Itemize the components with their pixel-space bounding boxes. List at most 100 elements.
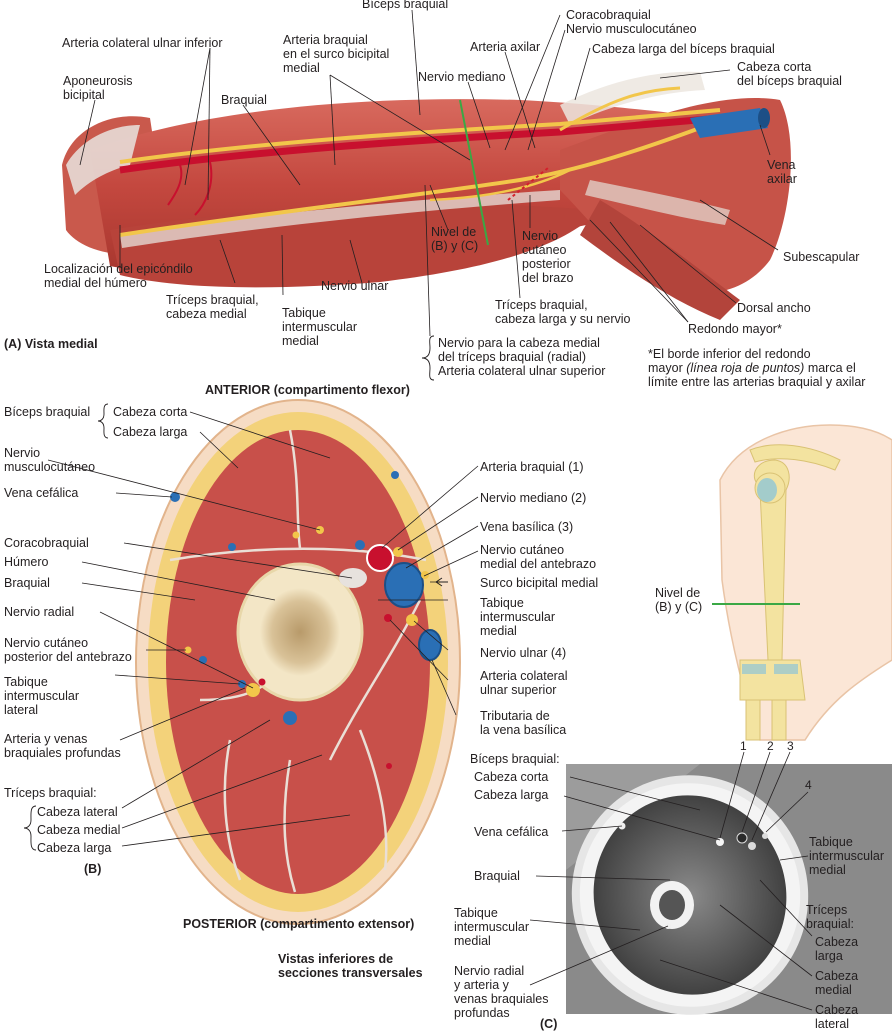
footnote-line-1: *El borde inferior del redondo bbox=[648, 347, 811, 361]
label-b-tabique-intermuscular-lateral: Tabique intermuscular lateral bbox=[4, 675, 80, 717]
label-a-arteria-braquial-surco: Arteria braquial en el surco bicipital m… bbox=[283, 33, 390, 75]
label-b-vena-basilica-3: Vena basílica (3) bbox=[480, 520, 574, 534]
label-b-biceps-braquial: Bíceps braquial bbox=[4, 405, 91, 419]
teres-border-line bbox=[507, 167, 549, 201]
label-c-braquial: Braquial bbox=[474, 869, 520, 883]
label-c-triceps-braquial: Tríceps braquial: bbox=[806, 903, 854, 931]
ct-vessel-2 bbox=[736, 832, 748, 844]
label-b-cabeza-larga: Cabeza larga bbox=[113, 425, 188, 439]
median-nerve-section bbox=[393, 547, 403, 557]
caption-panel-b: (B) bbox=[84, 862, 102, 876]
label-a-nervio-musculocutaneo: Nervio musculocutáneo bbox=[566, 22, 697, 36]
brace-a bbox=[421, 335, 435, 381]
label-b-humero: Húmero bbox=[4, 555, 49, 569]
label-c-nervio-radial: Nervio radial y arteria y venas braquial… bbox=[454, 964, 549, 1020]
label-c-num-1: 1 bbox=[740, 739, 747, 753]
brace-b-triceps bbox=[23, 805, 37, 851]
label-c-biceps-braquial: Bíceps braquial: bbox=[470, 752, 560, 766]
label-b-vena-cefalica: Vena cefálica bbox=[4, 486, 79, 500]
label-a-tabique-intermuscular-medial: Tabique intermuscular medial bbox=[282, 306, 358, 348]
label-a-localizacion-epicondilo: Localización del epicóndilo medial del h… bbox=[44, 262, 193, 290]
label-a-nervio-mediano: Nervio mediano bbox=[418, 70, 506, 84]
label-a-dorsal-ancho: Dorsal ancho bbox=[737, 301, 811, 315]
panel-c-drawing bbox=[566, 764, 892, 1015]
label-b-braquial: Braquial bbox=[4, 576, 50, 590]
label-b-tabique-intermuscular-medial: Tabique intermuscular medial bbox=[480, 596, 556, 638]
label-a-aponeurosis-bicipital: Aponeurosis bicipital bbox=[63, 74, 133, 102]
title-posterior: POSTERIOR (compartimento extensor) bbox=[183, 917, 415, 931]
label-b-cabeza-corta: Cabeza corta bbox=[113, 405, 188, 419]
ct-marrow bbox=[659, 890, 685, 920]
panel-c-leaders bbox=[529, 751, 813, 1011]
label-a-nervio-cutaneo-posterior: Nervio cutáneo posterior del brazo bbox=[522, 229, 574, 285]
median-nerve bbox=[119, 108, 721, 164]
brace-b-biceps bbox=[97, 403, 109, 439]
caption-panel-a: (A) Vista medial bbox=[4, 337, 98, 351]
label-b-cabeza-larga-triceps: Cabeza larga bbox=[37, 841, 112, 855]
label-a-subescapular: Subescapular bbox=[783, 250, 860, 264]
panel-b-drawing bbox=[135, 399, 461, 925]
label-a-biceps-braquial: Bíceps braquial bbox=[362, 0, 449, 11]
ct-nerve-4 bbox=[762, 833, 768, 839]
ct-vessel-1 bbox=[716, 838, 724, 846]
ct-vessel-3 bbox=[748, 842, 756, 850]
surco-arrow bbox=[435, 577, 448, 587]
inset-scapula bbox=[749, 444, 841, 471]
coracobrachialis-section bbox=[339, 568, 367, 588]
label-a-triceps-cabeza-medial: Tríceps braquial, cabeza medial bbox=[166, 293, 259, 321]
panel-b-leaders bbox=[47, 411, 479, 847]
label-a-nervio-ulnar: Nervio ulnar bbox=[321, 279, 389, 293]
label-b-nervio-musculocutaneo: Nervio musculocutáneo bbox=[4, 446, 96, 474]
label-c-cabeza-larga: Cabeza larga bbox=[474, 788, 549, 802]
label-b-coracobraquial: Coracobraquial bbox=[4, 536, 89, 550]
inset-humerus bbox=[753, 459, 790, 661]
panel-a-drawing bbox=[62, 71, 791, 320]
posterior-cutaneous-nerve bbox=[429, 168, 571, 202]
medial-septum bbox=[120, 190, 560, 248]
inset-arm bbox=[712, 424, 892, 741]
label-b-nervio-cutaneo-posterior-antebrazo: Nervio cutáneo posterior del antebrazo bbox=[4, 636, 132, 664]
label-b-arteria-colateral-ulnar-superior: Arteria colateral ulnar superior bbox=[480, 669, 568, 697]
label-b-cabeza-medial: Cabeza medial bbox=[37, 823, 121, 837]
label-c-cabeza-larga-triceps: Cabeza larga bbox=[815, 935, 859, 963]
panel-a-leaders bbox=[79, 9, 779, 323]
label-b-nervio-cutaneo-medial: Nervio cutáneo medial del antebrazo bbox=[480, 543, 597, 571]
subscapularis-fascia bbox=[585, 180, 730, 225]
label-a-coracobraquial: Coracobraquial bbox=[566, 8, 651, 22]
musculocutaneous-nerve bbox=[559, 86, 681, 132]
label-c-tabique-medial-left: Tabique intermuscular medial bbox=[454, 906, 530, 948]
title-anterior: ANTERIOR (compartimento flexor) bbox=[205, 383, 410, 397]
bicipital-aponeurosis bbox=[66, 125, 140, 195]
label-c-num-2: 2 bbox=[767, 739, 774, 753]
label-a-arteria-colateral-ulnar-inferior: Arteria colateral ulnar inferior bbox=[62, 36, 223, 50]
basilic-vein-section bbox=[384, 562, 424, 608]
footnote-line-2: mayor (línea roja de puntos) marca el bbox=[648, 361, 856, 375]
label-a-nervio-cabeza-medial-triceps: Nervio para la cabeza medial del tríceps… bbox=[438, 336, 606, 378]
label-b-cabeza-lateral: Cabeza lateral bbox=[37, 805, 118, 819]
label-b-nervio-ulnar-4: Nervio ulnar (4) bbox=[480, 646, 567, 660]
label-a-vena-axilar: Vena axilar bbox=[767, 158, 797, 186]
ulnar-nerve-section bbox=[406, 614, 418, 626]
brachial-artery bbox=[119, 114, 721, 174]
label-b-tributaria-vena-basilica: Tributaria de la vena basílica bbox=[480, 709, 567, 737]
label-a-redondo-mayor: Redondo mayor* bbox=[688, 322, 782, 336]
medial-cutaneous-nerve-section bbox=[421, 571, 429, 579]
basilic-tributary-section bbox=[418, 629, 442, 661]
label-c-num-4: 4 bbox=[805, 778, 812, 792]
label-a-cabeza-larga-biceps: Cabeza larga del bíceps braquial bbox=[592, 42, 775, 56]
label-b-surco-bicipital-medial: Surco bicipital medial bbox=[480, 576, 599, 590]
inset-cartilage bbox=[757, 478, 777, 502]
humerus-marrow bbox=[260, 588, 340, 676]
axillary-vein-lumen bbox=[758, 108, 770, 128]
label-c-cabeza-corta: Cabeza corta bbox=[474, 770, 549, 784]
radial-nerve-section bbox=[246, 683, 260, 697]
title-vistas-inferiores: Vistas inferiores de secciones transvers… bbox=[278, 952, 423, 980]
axillary-vein bbox=[690, 108, 768, 138]
label-c-tabique-medial-right: Tabique intermuscular medial bbox=[809, 835, 885, 877]
label-c-num-3: 3 bbox=[787, 739, 794, 753]
label-inset-nivel: Nivel de (B) y (C) bbox=[655, 586, 703, 614]
brace-a-leader bbox=[424, 184, 431, 337]
label-a-nivel-b-c: Nivel de (B) y (C) bbox=[431, 225, 479, 253]
label-b-nervio-mediano-2: Nervio mediano (2) bbox=[480, 491, 587, 505]
